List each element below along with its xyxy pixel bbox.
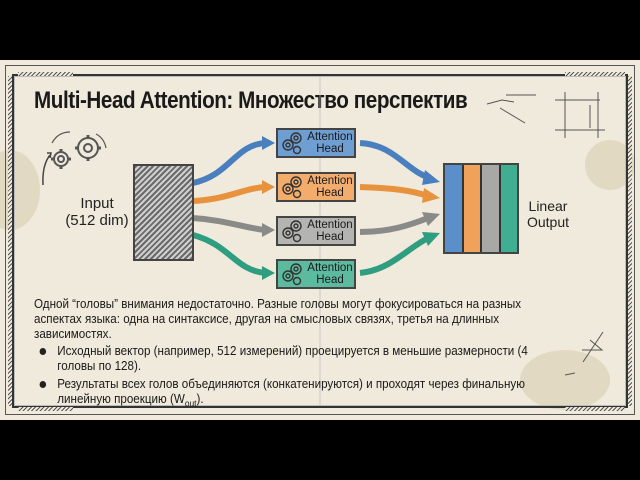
- gears-icon: [282, 132, 302, 155]
- arrow-to-head-1: [192, 136, 275, 186]
- paper-stain: [520, 350, 610, 410]
- output-label-line1: Linear: [528, 198, 568, 214]
- bullet-text: Исходный вектор (например, 512 измерений…: [57, 344, 528, 373]
- subscript: out: [184, 398, 197, 409]
- head-label: Attention: [307, 262, 353, 274]
- gears-icon: [282, 263, 302, 286]
- explanation-text: Одной “головы” внимания недостаточно. Ра…: [34, 297, 569, 415]
- arrow-from-head-4: [359, 232, 440, 276]
- input-label: Input (512 dim): [62, 195, 132, 229]
- head-label: Attention: [307, 219, 353, 231]
- bullet-list: Исходный вектор (например, 512 измерений…: [34, 344, 569, 412]
- head-label: Head: [316, 187, 344, 199]
- arrow-from-head-2: [359, 184, 440, 203]
- output-stripe-gray: [482, 165, 501, 252]
- bullet-icon: [39, 348, 47, 355]
- bullet-item: Результаты всех голов объединяются (конк…: [34, 377, 569, 412]
- output-stripe-orange: [463, 165, 482, 252]
- concatenated-output-block: [443, 163, 519, 254]
- bullet-icon: [39, 381, 47, 388]
- border-hatch: [8, 76, 12, 406]
- sketch-lines-icon: [486, 92, 605, 138]
- curved-arrow-icon: [42, 154, 51, 186]
- arrow-to-head-2: [192, 180, 275, 204]
- input-label-line1: Input: [80, 195, 114, 212]
- arrow-from-head-1: [359, 140, 440, 185]
- inner-border: [12, 74, 628, 408]
- border-hatch: [628, 76, 632, 406]
- head-label: Head: [316, 231, 344, 243]
- bullet-text: Результаты всех голов объединяются (конк…: [57, 377, 525, 406]
- border-hatch: [565, 72, 625, 76]
- head-label: Head: [316, 274, 344, 286]
- border-hatch: [18, 72, 73, 76]
- output-label-line2: Output: [526, 214, 570, 230]
- input-label-line2: (512 dim): [65, 212, 129, 229]
- output-label: Linear Output: [522, 198, 574, 230]
- slide-title: Multi-Head Attention: Множество перспект…: [34, 87, 468, 114]
- gears-icon: [282, 220, 302, 243]
- sketch-lines-icon: [564, 331, 604, 376]
- input-vector-block: [133, 164, 194, 261]
- gears-icon: [282, 176, 302, 199]
- head-label: Attention: [307, 175, 353, 187]
- bullet-text-end: ).: [196, 392, 204, 406]
- arrow-to-head-4: [192, 232, 275, 280]
- outer-border: [5, 65, 635, 415]
- diagram-arrows: [42, 76, 605, 406]
- arrow-from-head-3: [359, 212, 440, 235]
- output-stripe-teal: [500, 165, 517, 252]
- slide: Multi-Head Attention: Множество перспект…: [0, 60, 640, 420]
- output-stripe-blue: [445, 165, 464, 252]
- head-label: Attention: [307, 131, 353, 143]
- arrow-to-head-3: [192, 215, 275, 237]
- bullet-item: Исходный вектор (например, 512 измерений…: [34, 344, 569, 374]
- intro-paragraph: Одной “головы” внимания недостаточно. Ра…: [34, 297, 522, 341]
- head-label: Head: [316, 143, 344, 155]
- gears-icon: [51, 135, 101, 169]
- border-hatch: [565, 407, 625, 411]
- border-hatch: [18, 407, 73, 411]
